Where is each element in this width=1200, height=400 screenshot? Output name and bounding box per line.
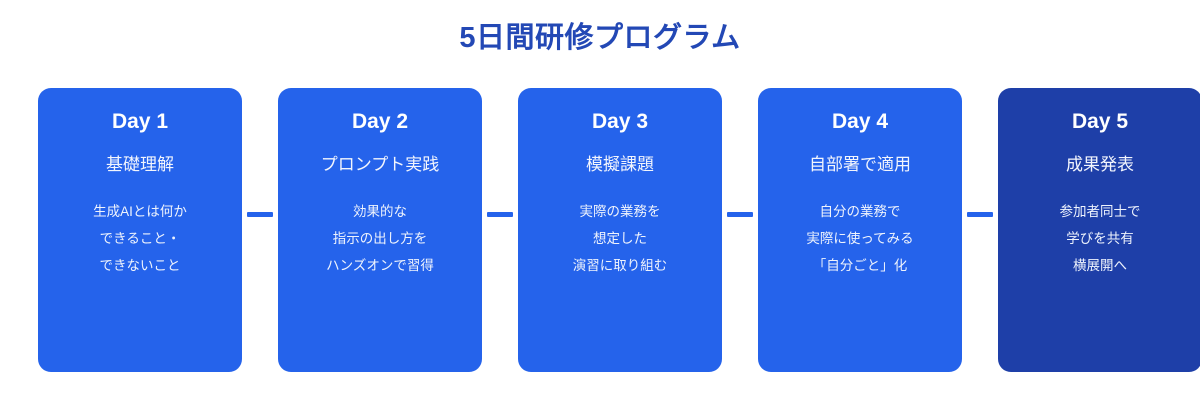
day-card-1-body: 生成AIとは何か できること・ できないこと — [38, 198, 242, 279]
day-card-5-body-line: 参加者同士で — [1059, 204, 1141, 219]
connector-line-icon — [487, 212, 513, 217]
day-card-4-body-line: 自分の業務で — [819, 204, 901, 219]
day-card-2[interactable]: Day 2 プロンプト実践 効果的な 指示の出し方を ハンズオンで習得 — [278, 88, 482, 372]
day-card-4-subtitle: 自部署で適用 — [809, 155, 911, 174]
day-card-2-body-line: ハンズオンで習得 — [326, 258, 434, 273]
connector-line-icon — [247, 212, 273, 217]
day-card-2-body-line: 指示の出し方を — [332, 231, 428, 246]
day-card-3[interactable]: Day 3 模擬課題 実際の業務を 想定した 演習に取り組む — [518, 88, 722, 372]
day-card-1-body-line: できること・ — [99, 231, 181, 246]
day-card-5-body-line: 横展開へ — [1073, 258, 1127, 273]
day-card-3-day-label: Day 3 — [591, 110, 649, 133]
connector-1-2 — [242, 88, 278, 372]
day-card-3-body: 実際の業務を 想定した 演習に取り組む — [518, 198, 722, 279]
day-card-1[interactable]: Day 1 基礎理解 生成AIとは何か できること・ できないこと — [38, 88, 242, 372]
day-card-4-body-line: 実際に使ってみる — [806, 231, 914, 246]
connector-3-4 — [722, 88, 758, 372]
timeline: Day 1 基礎理解 生成AIとは何か できること・ できないこと Day 2 … — [38, 88, 1200, 372]
day-card-5[interactable]: Day 5 成果発表 参加者同士で 学びを共有 横展開へ — [998, 88, 1200, 372]
day-card-3-body-line: 実際の業務を — [579, 204, 661, 219]
day-card-4[interactable]: Day 4 自部署で適用 自分の業務で 実際に使ってみる 「自分ごと」化 — [758, 88, 962, 372]
day-card-4-body-line: 「自分ごと」化 — [812, 258, 908, 273]
day-card-1-day-label: Day 1 — [111, 110, 169, 133]
day-card-2-body-line: 効果的な — [353, 204, 407, 219]
day-card-2-day-label: Day 2 — [351, 110, 409, 133]
connector-2-3 — [482, 88, 518, 372]
day-card-2-subtitle: プロンプト実践 — [320, 155, 440, 174]
day-card-2-body: 効果的な 指示の出し方を ハンズオンで習得 — [278, 198, 482, 279]
day-card-4-body: 自分の業務で 実際に使ってみる 「自分ごと」化 — [758, 198, 962, 279]
day-card-1-subtitle: 基礎理解 — [106, 155, 174, 174]
connector-4-5 — [962, 88, 998, 372]
connector-line-icon — [727, 212, 753, 217]
day-card-5-body-line: 学びを共有 — [1066, 231, 1134, 246]
connector-line-icon — [967, 212, 993, 217]
day-card-3-body-line: 想定した — [593, 231, 647, 246]
day-card-1-body-line: 生成AIとは何か — [93, 204, 187, 219]
day-card-3-subtitle: 模擬課題 — [586, 155, 654, 174]
day-card-5-day-label: Day 5 — [1071, 110, 1129, 133]
day-card-5-subtitle: 成果発表 — [1066, 155, 1134, 174]
day-card-1-body-line: できないこと — [99, 258, 181, 273]
day-card-4-day-label: Day 4 — [831, 110, 889, 133]
day-card-5-body: 参加者同士で 学びを共有 横展開へ — [998, 198, 1200, 279]
page-title: 5日間研修プログラム — [459, 22, 741, 54]
day-card-3-body-line: 演習に取り組む — [572, 258, 668, 273]
